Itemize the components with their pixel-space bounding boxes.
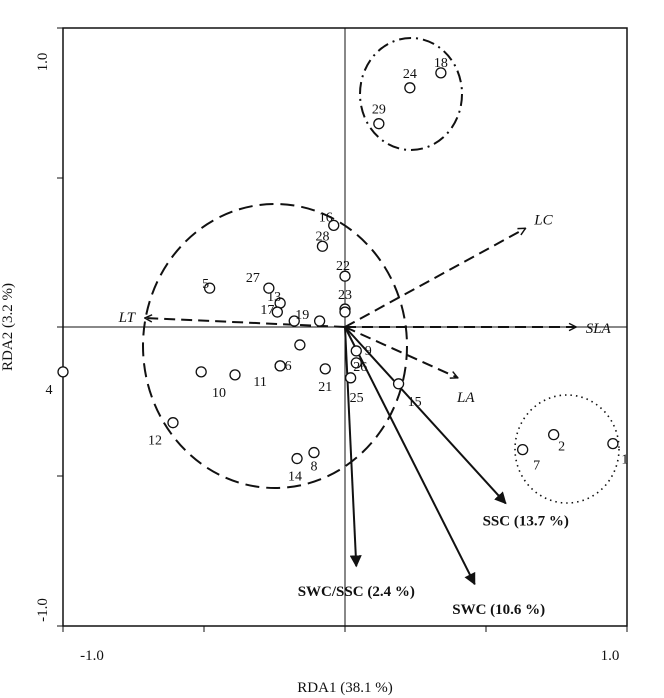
site-point-28 [316,240,329,252]
site-point-17 [271,306,283,318]
environment-arrow-label-swc-ssc-2-4: SWC/SSC (2.4 %) [298,584,415,600]
trait-arrow-label-sla: SLA [586,321,612,337]
site-label-11: 11 [253,375,266,390]
trait-arrow-label-la: LA [456,390,475,406]
environment-arrows: SSC (13.7 %) SWC (10.6 %) SWC/SSC (2.4 %) [298,326,569,618]
unlabeled-site-markers [195,306,351,378]
site-point-2 [548,428,560,441]
site-label-2: 2 [558,440,565,455]
environment-arrow-label-swc-10-6: SWC (10.6 %) [452,602,545,618]
trait-arrow-lc [344,227,525,328]
site-point-25 [344,372,357,384]
site-label-17: 17 [260,303,274,318]
site-label-15: 15 [408,395,422,410]
site-label-29: 29 [372,103,386,118]
site-label-6: 6 [285,359,292,374]
site-label-10: 10 [212,386,226,401]
site-point-19 [288,315,300,327]
group-ellipses [142,37,620,504]
trait-arrows: LC LT SLA LA [118,212,612,405]
site-point-21 [319,363,331,375]
site-label-1: 1 [621,453,628,468]
site-label-18: 18 [434,56,448,71]
site-point-22 [339,270,351,282]
site-point-9 [350,345,362,357]
site-point-4 [57,366,69,378]
trait-arrow-la [344,326,458,378]
site-point-unlabeled-1 [195,366,207,378]
site-points: 1245678910111213141516171819212223242526… [46,56,629,485]
trait-arrow-label-lt: LT [118,310,137,326]
environment-arrow-swc-10-6 [344,326,476,586]
site-point-15 [392,378,405,390]
site-label-12: 12 [148,434,162,449]
site-point-11 [274,360,286,372]
site-label-24: 24 [403,67,417,82]
site-point-10 [229,369,241,381]
site-point-1 [607,437,619,450]
site-label-23: 23 [338,288,352,303]
site-point-26 [350,357,362,369]
site-label-4: 4 [46,383,53,398]
site-point-unlabeled-2 [313,315,326,327]
site-point-7 [517,443,529,456]
site-label-7: 7 [533,459,540,474]
site-label-9: 9 [365,344,372,359]
x-tick-label-right: 1.0 [601,648,620,664]
site-point-24 [404,82,416,94]
site-point-12 [167,417,179,429]
x-axis-title: RDA1 (38.1 %) [297,680,392,696]
y-tick-label-top: 1.0 [35,53,51,72]
site-point-5 [203,282,216,294]
environment-arrow-ssc-13-7 [344,326,507,505]
environment-arrow-label-ssc-13-7: SSC (13.7 %) [483,513,569,529]
site-label-5: 5 [202,277,209,292]
group-ellipse-main [142,203,408,489]
site-label-13: 13 [267,290,281,305]
site-label-25: 25 [350,391,364,406]
site-label-28: 28 [315,229,329,244]
site-label-16: 16 [319,210,333,225]
site-label-14: 14 [288,470,302,485]
group-ellipse-right [514,394,620,504]
x-tick-label-left: -1.0 [80,648,104,664]
y-axis-title: RDA2 (3.2 %) [0,283,16,371]
group-ellipse-top [359,37,463,151]
site-point-16 [328,219,340,231]
site-point-unlabeled-3 [339,306,351,318]
site-point-29 [373,118,385,130]
tick-marks [57,27,628,632]
site-label-27: 27 [246,271,260,286]
site-label-21: 21 [318,380,332,395]
site-point-18 [435,67,447,79]
site-point-14 [291,452,303,465]
site-label-8: 8 [310,460,317,475]
environment-arrow-swc-ssc-2-4 [344,326,362,568]
site-label-22: 22 [336,259,350,274]
site-label-19: 19 [295,308,309,323]
y-tick-label-bottom: -1.0 [35,598,51,622]
site-point-8 [308,446,320,459]
site-point-27 [263,282,275,294]
site-point-unlabeled-4 [294,339,306,351]
trait-arrow-label-lc: LC [533,212,553,228]
site-label-26: 26 [353,360,367,375]
